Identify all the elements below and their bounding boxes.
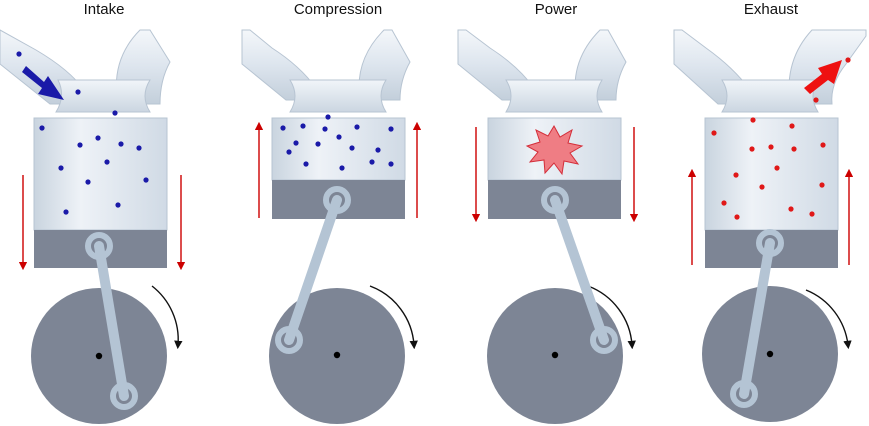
stroke-label-intake: Intake [84,1,125,18]
wrist-pin [85,232,113,260]
combustion-explosion [525,124,584,176]
connecting-rod [550,195,609,345]
rotation-arrow [369,285,418,350]
exhaust-arrow [804,60,842,94]
rotation-arrow [151,285,183,350]
rotation-arrow [805,289,852,350]
crank-center [766,350,774,358]
crank-center [333,351,341,359]
connecting-rod [739,238,775,399]
crank-pin [110,382,138,410]
stroke-panel-power: Power [457,1,639,424]
cylinder-head [457,29,627,113]
stroke-panel-intake: Intake [0,1,186,424]
crank-pin [730,380,758,408]
exhaust-particles [711,57,851,220]
connecting-rod [284,195,342,345]
stroke-label-exhaust: Exhaust [744,1,799,18]
cylinder [271,117,406,181]
crank-center [551,351,559,359]
cylinder-head [241,29,411,113]
stroke-panel-compression: Compression [241,1,422,424]
cylinder [33,117,168,231]
fuel-particles [280,114,394,171]
wrist-pin [756,229,784,257]
intake-arrow [22,66,64,100]
cylinder [704,117,839,231]
connecting-rod [94,241,129,401]
crank-pin [590,326,618,354]
fuel-particles [16,51,149,215]
stroke-label-power: Power [535,1,578,18]
crank-center [95,352,103,360]
intake-port [0,29,171,113]
stroke-panel-exhaust: Exhaust [673,1,867,422]
stroke-label-compression: Compression [294,1,382,18]
wrist-pin [323,186,351,214]
rotation-arrow [587,285,636,350]
crank-pin [275,326,303,354]
wrist-pin [541,186,569,214]
